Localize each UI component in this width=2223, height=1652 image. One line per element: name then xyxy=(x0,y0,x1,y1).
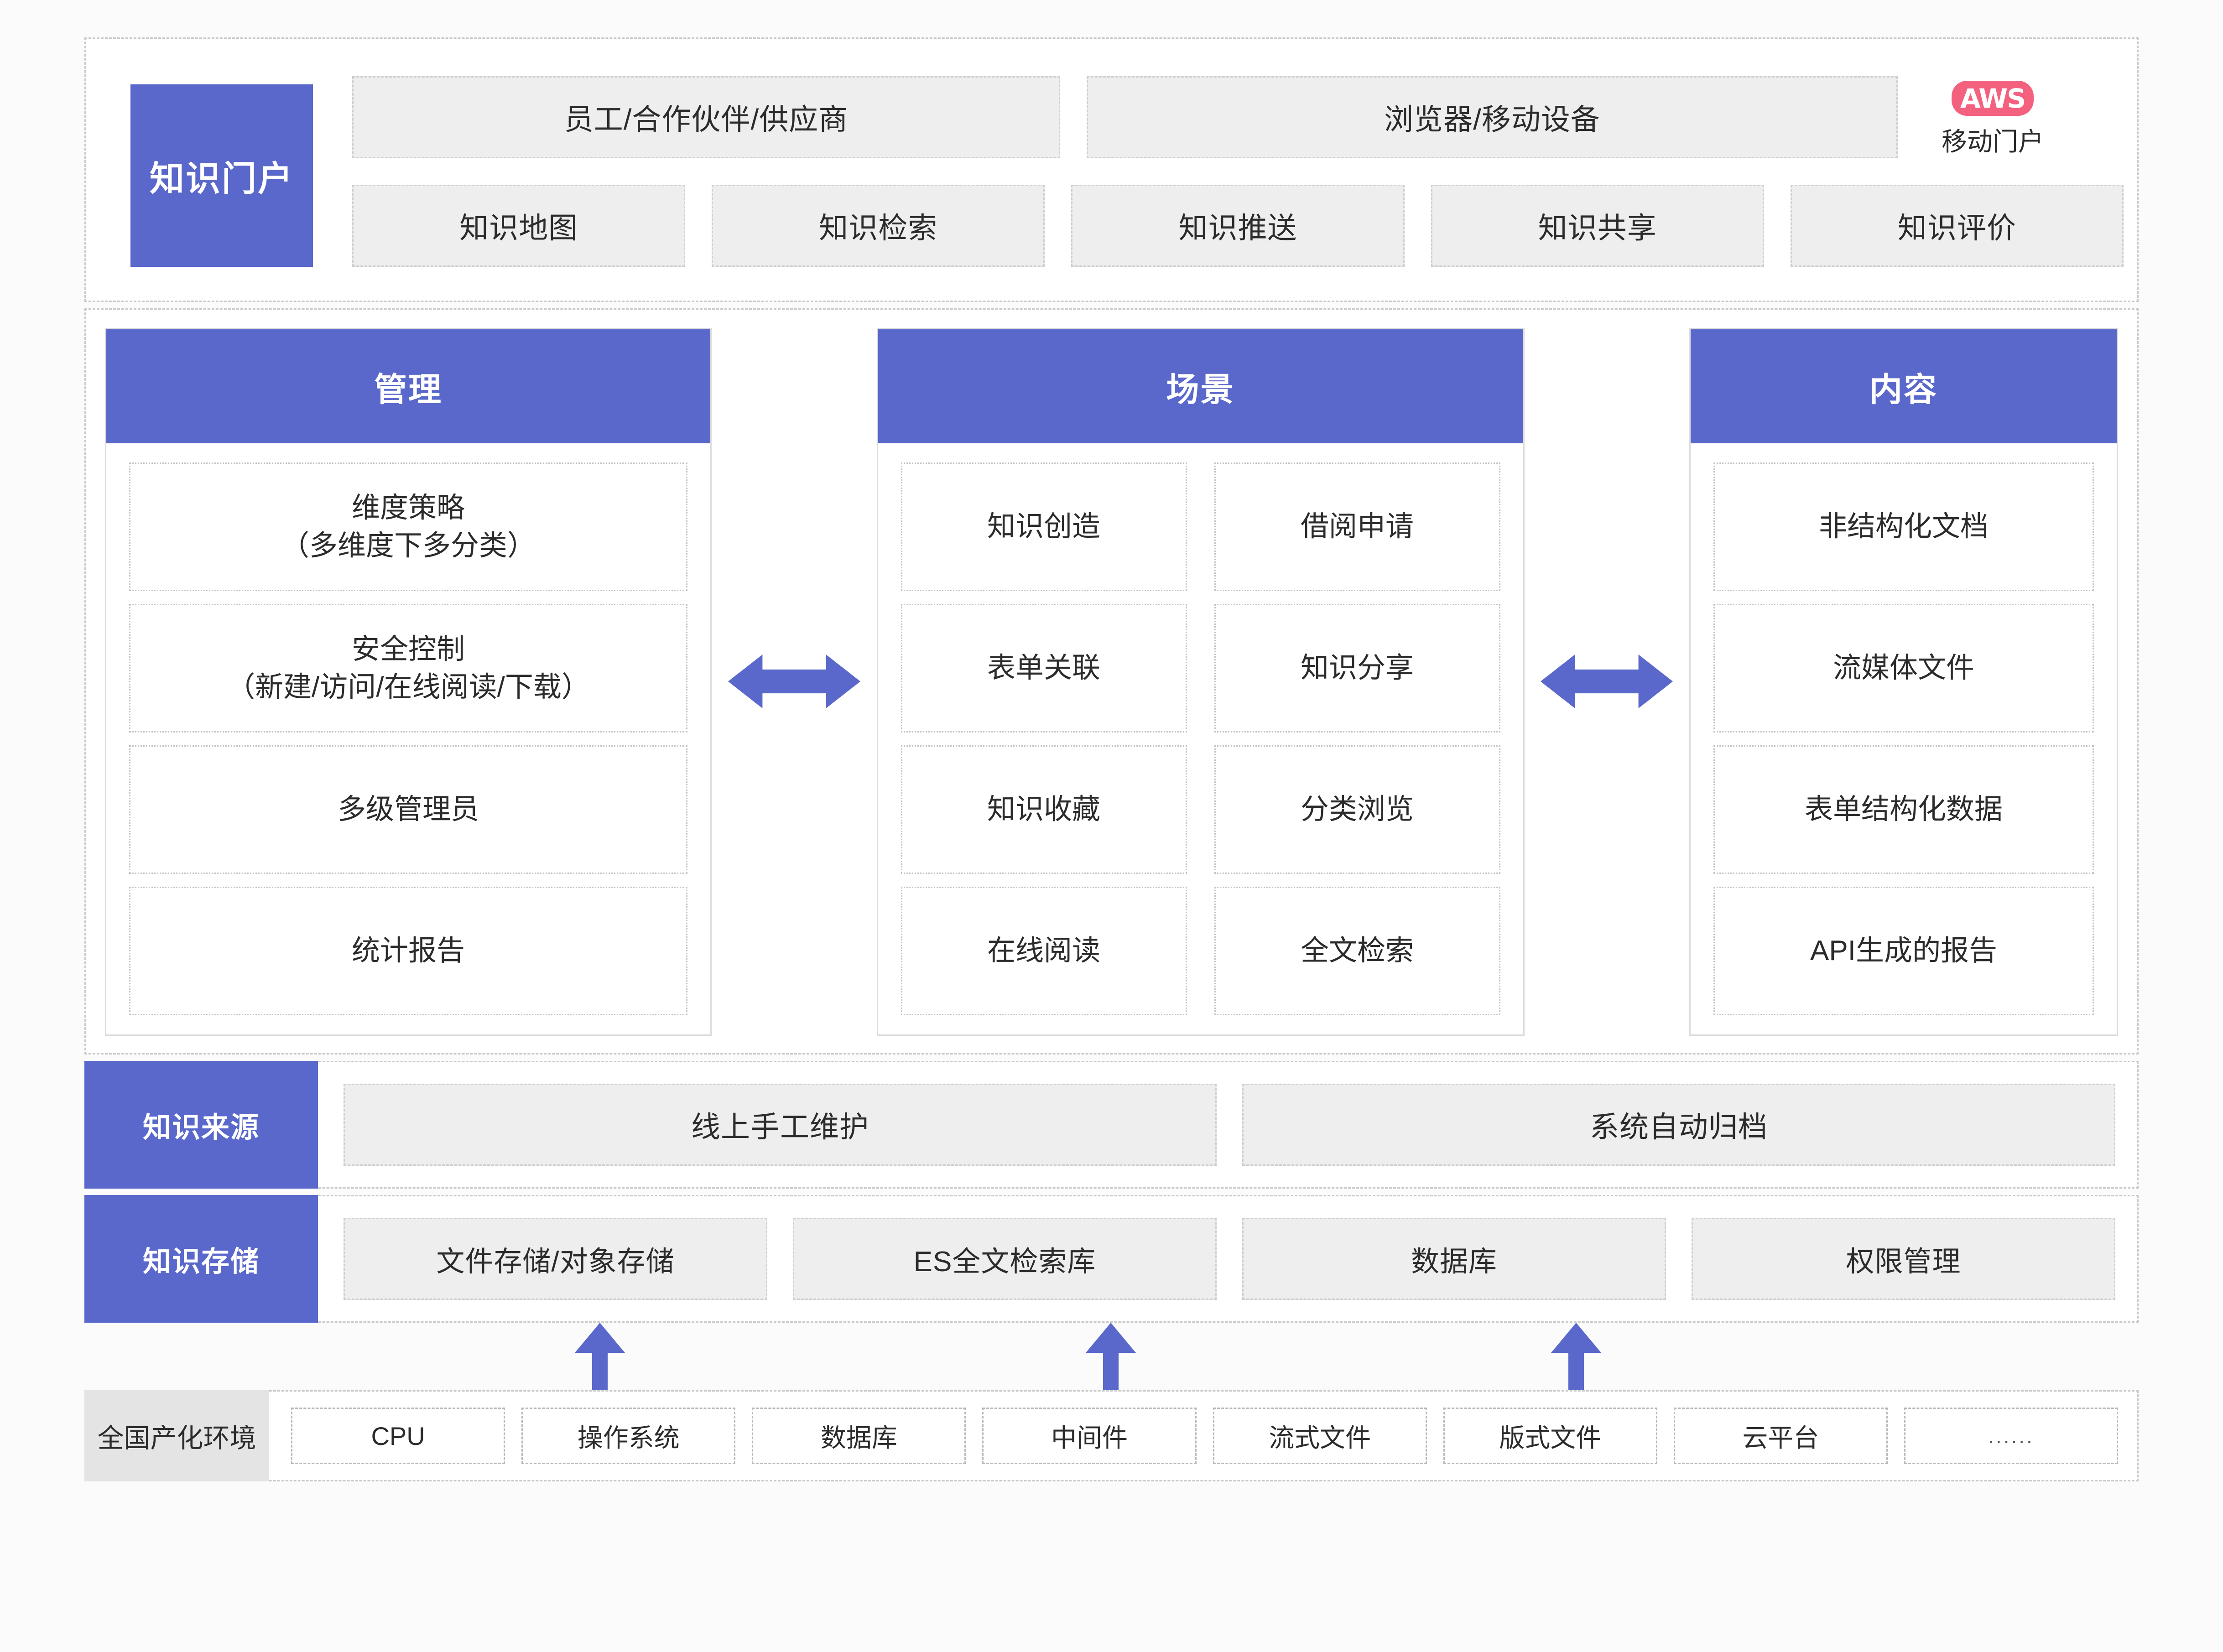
storage-item-permission-mgmt[interactable]: 权限管理 xyxy=(1692,1218,2115,1300)
scene-item-borrow-request[interactable]: 借阅申请 xyxy=(1214,462,1500,591)
arrow-scene-content-container xyxy=(1525,327,1690,1035)
management-item-multilevel-admin[interactable]: 多级管理员 xyxy=(129,745,687,874)
portal-devices-box[interactable]: 浏览器/移动设备 xyxy=(1087,76,1898,158)
up-arrow-icon xyxy=(575,1323,625,1390)
base-item-cloud-platform[interactable]: 云平台 xyxy=(1673,1408,1888,1464)
knowledge-source-label: 知识来源 xyxy=(84,1061,318,1189)
storage-item-es-fulltext-index[interactable]: ES全文检索库 xyxy=(793,1218,1217,1300)
source-item-manual-maintenance[interactable]: 线上手工维护 xyxy=(344,1084,1217,1166)
portal-users-box[interactable]: 员工/合作伙伴/供应商 xyxy=(352,76,1060,158)
knowledge-storage-section: 知识存储 文件存储/对象存储 ES全文检索库 数据库 权限管理 xyxy=(84,1195,2139,1323)
up-arrow-icon xyxy=(1551,1323,1601,1390)
portal-feature-knowledge-search[interactable]: 知识检索 xyxy=(712,185,1045,267)
scene-item-fulltext-search[interactable]: 全文检索 xyxy=(1214,887,1500,1015)
localized-environment-label: 全国产化环境 xyxy=(84,1390,269,1481)
portal-feature-knowledge-push[interactable]: 知识推送 xyxy=(1071,185,1405,267)
aws-logo-icon: AWS xyxy=(1952,81,2034,116)
source-item-system-archiving[interactable]: 系统自动归档 xyxy=(1242,1084,2115,1166)
management-item-dimension-policy[interactable]: 维度策略 （多维度下多分类） xyxy=(129,462,687,591)
content-item-streaming-media[interactable]: 流媒体文件 xyxy=(1713,604,2094,732)
upward-arrows-band xyxy=(84,1323,2139,1390)
localized-environment-items: CPU 操作系统 数据库 中间件 流式文件 版式文件 云平台 ...... xyxy=(269,1392,2137,1480)
pillar-scene-body: 知识创造 借阅申请 表单关联 知识分享 知识收藏 分类浏览 在线阅读 全文检索 xyxy=(878,443,1523,1034)
base-item-cpu[interactable]: CPU xyxy=(291,1408,505,1464)
portal-feature-knowledge-rating[interactable]: 知识评价 xyxy=(1790,185,2124,267)
content-item-api-report[interactable]: API生成的报告 xyxy=(1713,887,2094,1015)
scene-item-form-association[interactable]: 表单关联 xyxy=(901,604,1187,732)
knowledge-portal-section: 知识门户 员工/合作伙伴/供应商 浏览器/移动设备 AWS 移动门户 知识地图 … xyxy=(84,37,2139,302)
scene-item-knowledge-favorites[interactable]: 知识收藏 xyxy=(901,745,1187,874)
bidirectional-arrow-icon xyxy=(1541,655,1673,708)
mobile-portal-caption: 移动门户 xyxy=(1942,127,2044,156)
portal-channel-row: 员工/合作伙伴/供应商 浏览器/移动设备 AWS 移动门户 xyxy=(352,76,2124,158)
up-arrow-icon xyxy=(1086,1323,1136,1390)
pillar-management: 管理 维度策略 （多维度下多分类） 安全控制 （新建/访问/在线阅读/下载） 多… xyxy=(105,328,712,1036)
knowledge-storage-items: 文件存储/对象存储 ES全文检索库 数据库 权限管理 xyxy=(318,1196,2137,1321)
arrow-management-scene-container xyxy=(712,327,877,1035)
pillar-scene: 场景 知识创造 借阅申请 表单关联 知识分享 知识收藏 分类浏览 在线阅读 全文… xyxy=(876,328,1525,1036)
content-item-unstructured-doc[interactable]: 非结构化文档 xyxy=(1713,462,2094,591)
portal-feature-knowledge-map[interactable]: 知识地图 xyxy=(352,185,686,267)
base-item-layout-file[interactable]: 版式文件 xyxy=(1443,1408,1657,1464)
scene-item-category-browse[interactable]: 分类浏览 xyxy=(1214,745,1500,874)
storage-item-database[interactable]: 数据库 xyxy=(1242,1218,1666,1300)
core-pillars-section: 管理 维度策略 （多维度下多分类） 安全控制 （新建/访问/在线阅读/下载） 多… xyxy=(84,308,2139,1055)
portal-feature-knowledge-share[interactable]: 知识共享 xyxy=(1431,185,1764,267)
knowledge-portal-label: 知识门户 xyxy=(130,84,313,267)
knowledge-source-section: 知识来源 线上手工维护 系统自动归档 xyxy=(84,1061,2139,1189)
base-item-middleware[interactable]: 中间件 xyxy=(982,1408,1197,1464)
base-item-operating-system[interactable]: 操作系统 xyxy=(521,1408,736,1464)
management-item-security-control[interactable]: 安全控制 （新建/访问/在线阅读/下载） xyxy=(129,604,687,732)
pillar-content-title: 内容 xyxy=(1691,329,2117,443)
localized-environment-section: 全国产化环境 CPU 操作系统 数据库 中间件 流式文件 版式文件 云平台 ..… xyxy=(84,1390,2139,1481)
base-item-more: ...... xyxy=(1904,1408,2118,1464)
scene-item-knowledge-creation[interactable]: 知识创造 xyxy=(901,462,1187,591)
knowledge-storage-label: 知识存储 xyxy=(84,1195,318,1323)
pillar-content-body: 非结构化文档 流媒体文件 表单结构化数据 API生成的报告 xyxy=(1691,443,2117,1034)
management-item-statistics-report[interactable]: 统计报告 xyxy=(129,887,687,1015)
content-item-form-structured[interactable]: 表单结构化数据 xyxy=(1713,745,2094,874)
bidirectional-arrow-icon xyxy=(728,655,860,708)
scene-item-knowledge-sharing[interactable]: 知识分享 xyxy=(1214,604,1500,732)
pillar-content: 内容 非结构化文档 流媒体文件 表单结构化数据 API生成的报告 xyxy=(1689,328,2118,1036)
pillar-management-body: 维度策略 （多维度下多分类） 安全控制 （新建/访问/在线阅读/下载） 多级管理… xyxy=(106,443,710,1034)
pillar-scene-title: 场景 xyxy=(878,329,1523,443)
aws-logo-text: AWS xyxy=(1960,83,2026,114)
pillar-management-title: 管理 xyxy=(106,329,710,443)
base-item-database[interactable]: 数据库 xyxy=(752,1408,966,1464)
knowledge-source-items: 线上手工维护 系统自动归档 xyxy=(318,1062,2137,1187)
base-item-stream-file[interactable]: 流式文件 xyxy=(1213,1408,1427,1464)
scene-item-online-reading[interactable]: 在线阅读 xyxy=(901,887,1187,1015)
mobile-portal-group[interactable]: AWS 移动门户 xyxy=(1924,76,2061,158)
portal-feature-row: 知识地图 知识检索 知识推送 知识共享 知识评价 xyxy=(352,185,2124,267)
storage-item-file-object-store[interactable]: 文件存储/对象存储 xyxy=(344,1218,767,1300)
